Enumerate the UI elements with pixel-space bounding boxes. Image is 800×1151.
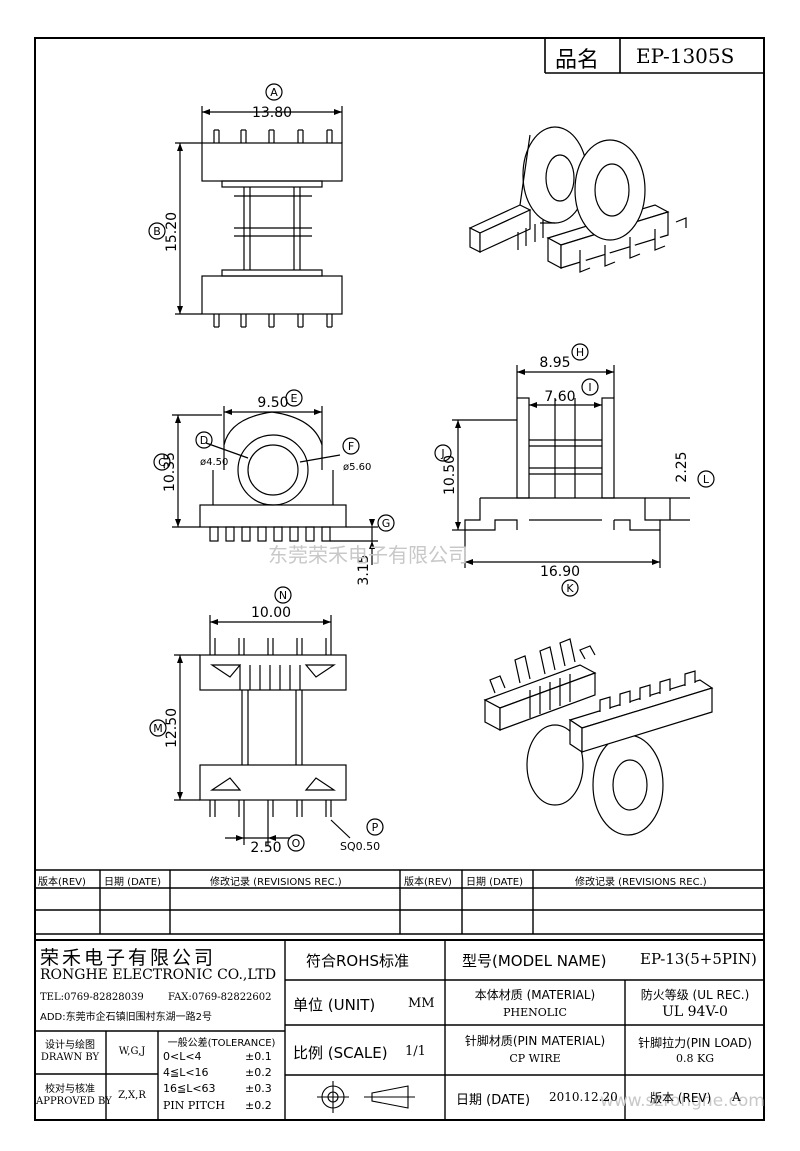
view-side	[452, 365, 690, 568]
dim-c-value: 10.35	[162, 452, 178, 492]
material-label: 本体材质 (MATERIAL)	[474, 988, 596, 1002]
drawn-by-en: DRAWN BY	[40, 1052, 100, 1063]
tolerance-value-3: ±0.3	[245, 1082, 272, 1095]
part-name-label: 品名	[555, 48, 600, 73]
fire-rating-label: 防火等级 (UL REC.)	[640, 988, 750, 1002]
material-value: PHENOLIC	[503, 1006, 567, 1019]
pin-load-label: 针脚拉力(PIN LOAD)	[638, 1036, 752, 1050]
model-name-label: 型号(MODEL NAME)	[462, 952, 607, 970]
drawn-by-value: W,G,J	[118, 1046, 146, 1057]
view-bottom	[174, 615, 351, 845]
part-number: EP-1305S	[636, 44, 735, 68]
tolerance-value-2: ±0.2	[245, 1066, 272, 1079]
callout-c: C	[158, 456, 166, 469]
tolerance-range-3: 16≦L<63	[163, 1082, 216, 1095]
projection-symbol	[317, 1081, 415, 1113]
company-tel: TEL:0769-82828039	[40, 992, 144, 1003]
dim-n-value: 10.00	[251, 605, 291, 621]
approved-by-value: Z,X,R	[118, 1090, 146, 1101]
fire-rating-value: UL 94V-0	[662, 1004, 728, 1020]
callout-k: K	[566, 582, 574, 595]
callout-l: L	[703, 473, 710, 486]
dim-o-value: 2.50	[250, 840, 281, 856]
callout-e: E	[291, 392, 298, 405]
date-value: 2010.12.20	[549, 1090, 618, 1104]
dim-f-value: ø5.60	[343, 462, 371, 473]
callout-p: P	[372, 821, 379, 834]
rev-label: 版本 (REV)	[650, 1091, 712, 1105]
company-fax: FAX:0769-82822602	[168, 992, 272, 1003]
revision-table-grid	[34, 869, 765, 935]
view-top	[175, 106, 343, 328]
dim-l-value: 2.25	[674, 451, 690, 482]
dim-b-value: 15.20	[164, 212, 180, 252]
iso-view-1	[468, 126, 687, 273]
tolerance-value-4: ±0.2	[245, 1099, 272, 1112]
dim-j-value: 10.50	[442, 455, 458, 495]
iso-view-2	[483, 638, 714, 836]
pin-load-value: 0.8 KG	[676, 1052, 714, 1065]
drawing-frame	[34, 37, 765, 1121]
tolerance-title: 一般公差(TOLERANCE)	[167, 1038, 276, 1049]
date-label: 日期 (DATE)	[456, 1093, 531, 1108]
callout-j: J	[440, 447, 444, 460]
rev-header-1: 版本(REV)	[38, 877, 86, 888]
callout-n: N	[279, 589, 287, 602]
scale-label: 比例 (SCALE)	[293, 1044, 388, 1062]
callout-d: D	[200, 434, 208, 447]
dim-e-value: 9.50	[257, 395, 288, 411]
callout-b: B	[153, 225, 161, 238]
callout-o: O	[292, 837, 301, 850]
callout-g: G	[382, 517, 391, 530]
watermark-company: 东莞荣禾电子有限公司	[268, 543, 468, 567]
callout-h: H	[576, 346, 584, 359]
tolerance-range-2: 4≦L<16	[163, 1066, 209, 1079]
approved-by-cn: 校对与核准	[45, 1084, 95, 1095]
tolerance-range-4: PIN PITCH	[163, 1099, 225, 1112]
dim-h-value: 8.95	[539, 355, 570, 371]
dim-m-value: 12.50	[164, 708, 180, 748]
drawn-by-cn: 设计与绘图	[45, 1040, 95, 1051]
callout-a: A	[270, 86, 278, 99]
dim-i-value: 7.60	[544, 389, 575, 405]
pin-material-value: CP WIRE	[509, 1052, 561, 1065]
rohs-label: 符合ROHS标准	[306, 952, 410, 970]
callout-i: I	[588, 381, 591, 394]
title-block-grid	[34, 939, 765, 1121]
watermark-url: www.szronghe.com	[600, 1091, 765, 1111]
unit-label: 单位 (UNIT)	[293, 996, 376, 1014]
model-name-value: EP-13(5+5PIN)	[640, 950, 757, 968]
approved-by-en: APPROVED BY	[36, 1096, 112, 1107]
dim-g-value: 3.15	[356, 554, 372, 585]
revisions-header-2: 修改记录 (REVISIONS REC.)	[575, 877, 707, 888]
rev-header-2: 版本(REV)	[404, 877, 452, 888]
callout-m: M	[153, 722, 163, 735]
dim-a-value: 13.80	[252, 105, 292, 121]
rev-value: A	[732, 1090, 741, 1104]
company-name-en: RONGHE ELECTRONIC CO.,LTD	[40, 967, 277, 983]
dim-p-value: SQ0.50	[340, 840, 380, 853]
date-header-1: 日期 (DATE)	[104, 877, 161, 888]
callout-f: F	[348, 440, 354, 453]
scale-value: 1/1	[405, 1044, 426, 1059]
pin-material-label: 针脚材质(PIN MATERIAL)	[464, 1034, 606, 1048]
tolerance-range-1: 0<L<4	[163, 1050, 202, 1063]
company-name-cn: 荣禾电子有限公司	[40, 947, 217, 969]
view-front	[172, 406, 378, 565]
date-header-2: 日期 (DATE)	[466, 877, 523, 888]
tolerance-value-1: ±0.1	[245, 1050, 272, 1063]
dim-d-value: ø4.50	[200, 457, 228, 468]
company-address: ADD:东莞市企石镇旧围村东湖一路2号	[40, 1012, 212, 1023]
revisions-header-1: 修改记录 (REVISIONS REC.)	[210, 877, 342, 888]
dim-k-value: 16.90	[540, 564, 580, 580]
unit-value: MM	[408, 996, 435, 1011]
